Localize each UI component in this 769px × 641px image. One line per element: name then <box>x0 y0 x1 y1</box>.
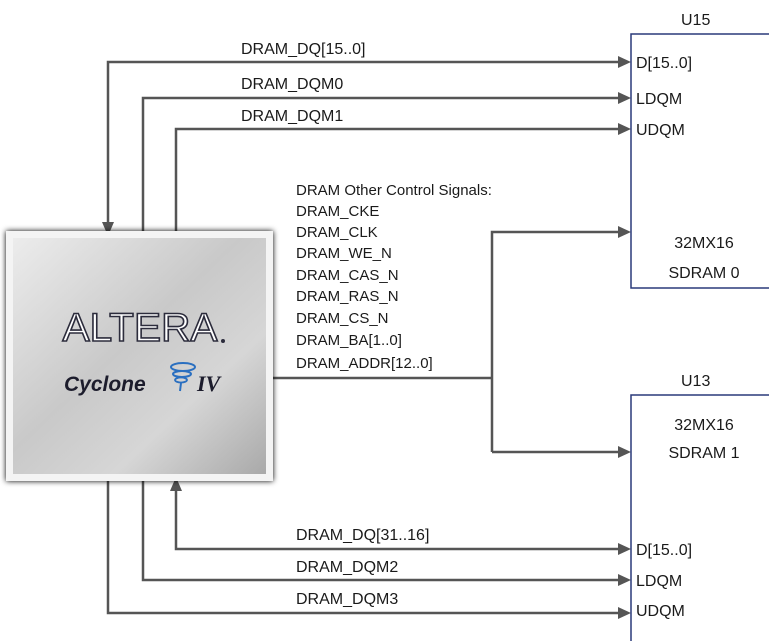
chip-u13-name-line2: SDRAM 1 <box>668 445 739 462</box>
control-signal-item: DRAM_WE_N <box>296 245 392 262</box>
fpga-chip: ALTERA Cyclone IV <box>6 231 273 481</box>
chip-u15-pin-ldqm: LDQM <box>636 91 682 108</box>
arrow-u15-ldqm <box>618 92 631 104</box>
signal-label-dqm0: DRAM_DQM0 <box>241 76 343 93</box>
chip-u15-pin-dq: D[15..0] <box>636 55 692 72</box>
chip-u15-name-line1: 32MX16 <box>674 235 734 252</box>
signal-label-dqm2: DRAM_DQM2 <box>296 559 398 576</box>
chip-u13-pin-udqm: UDQM <box>636 603 685 620</box>
arrow-fpga-dq-top <box>102 222 114 236</box>
control-signal-item: DRAM_CAS_N <box>296 267 399 284</box>
signal-label-dq-15-0: DRAM_DQ[15..0] <box>241 41 365 58</box>
fpga-family-suffix: IV <box>196 371 223 396</box>
fpga-brand-registered-mark <box>221 339 225 343</box>
cyclone-swirl-icon <box>170 362 196 392</box>
arrow-fpga-dq-bottom <box>170 477 182 491</box>
chip-u15-pin-udqm: UDQM <box>636 122 685 139</box>
wire-dram-dqm3 <box>106 476 619 615</box>
arrow-u13-ctrl <box>618 446 631 458</box>
control-signal-item: DRAM_CS_N <box>296 310 389 327</box>
wire-dram-dqm2 <box>141 476 619 582</box>
control-signal-item: DRAM_BA[1..0] <box>296 332 402 349</box>
signal-label-dqm3: DRAM_DQM3 <box>296 591 398 608</box>
arrowheads <box>102 56 631 619</box>
chip-u15-ref: U15 <box>681 12 710 29</box>
wire-control-to-u15 <box>490 230 619 452</box>
signal-labels-top: DRAM_DQ[15..0] DRAM_DQM0 DRAM_DQM1 <box>241 41 365 125</box>
signal-label-dqm1: DRAM_DQM1 <box>241 108 343 125</box>
control-signal-item: DRAM_CKE <box>296 203 379 220</box>
chip-u15-outline <box>630 33 769 289</box>
wires <box>106 60 619 615</box>
control-signal-item: DRAM_CLK <box>296 224 378 241</box>
chip-u13: U13 32MX16 SDRAM 1 D[15..0] LDQM UDQM <box>630 373 769 641</box>
arrow-u13-ldqm <box>618 574 631 586</box>
chip-u13-outline <box>630 394 769 641</box>
wire-dram-dq-31-16 <box>174 490 619 551</box>
arrow-u13-dq <box>618 543 631 555</box>
fpga-brand-logo: ALTERA <box>63 306 218 350</box>
control-signal-list: DRAM Other Control Signals: DRAM_CKE DRA… <box>296 182 492 372</box>
chip-u15: U15 D[15..0] LDQM UDQM 32MX16 SDRAM 0 <box>630 12 769 289</box>
arrow-u15-dq <box>618 56 631 68</box>
control-signal-title: DRAM Other Control Signals: <box>296 182 492 199</box>
signal-label-dq-31-16: DRAM_DQ[31..16] <box>296 527 429 544</box>
arrow-u15-udqm <box>618 123 631 135</box>
arrow-u13-udqm <box>618 607 631 619</box>
wire-dram-dqm1 <box>174 127 619 236</box>
chip-u13-pin-ldqm: LDQM <box>636 573 682 590</box>
signal-labels-bottom: DRAM_DQ[31..16] DRAM_DQM2 DRAM_DQM3 <box>296 527 429 608</box>
fpga-family-logo: Cyclone <box>64 373 146 396</box>
control-signal-item: DRAM_ADDR[12..0] <box>296 355 433 372</box>
chip-u15-name-line2: SDRAM 0 <box>668 265 739 282</box>
wire-dram-dq-15-0 <box>106 60 619 222</box>
arrow-u15-ctrl <box>618 226 631 238</box>
wire-dram-dqm0 <box>141 96 619 236</box>
fpga-chip-body <box>13 238 266 474</box>
chip-u13-name-line1: 32MX16 <box>674 417 734 434</box>
control-signal-item: DRAM_RAS_N <box>296 288 399 305</box>
chip-u13-pin-dq: D[15..0] <box>636 542 692 559</box>
chip-u13-ref: U13 <box>681 373 710 390</box>
